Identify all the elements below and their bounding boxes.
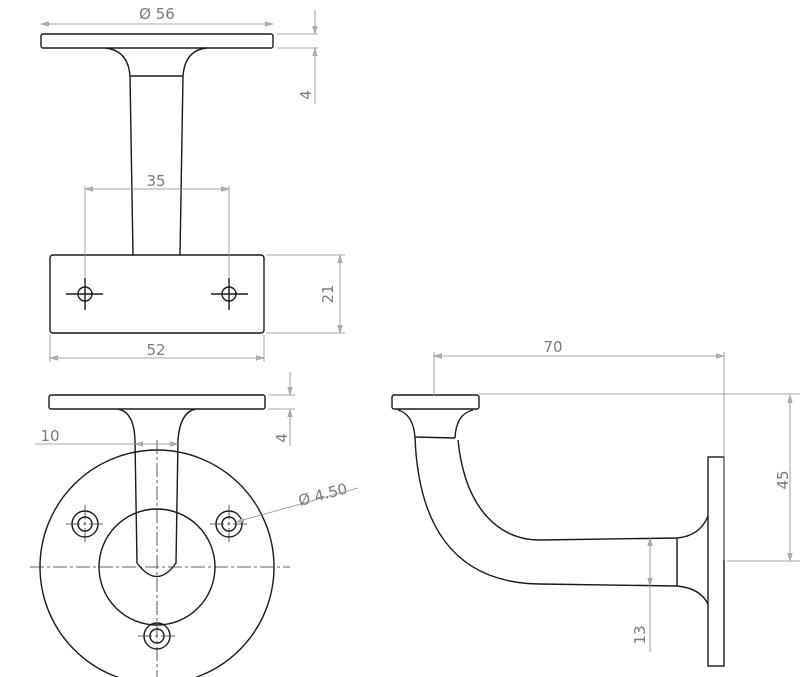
dimension-arm-thickness: 13 bbox=[631, 538, 650, 652]
saddle-neck bbox=[397, 409, 474, 439]
dimension-hole-diameter: Ø 4.50 bbox=[236, 480, 359, 523]
dimension-base-width: 52 bbox=[49, 335, 265, 362]
dimension-label: 35 bbox=[146, 172, 165, 190]
front-view: 10 4 Ø 4.50 bbox=[30, 372, 359, 677]
dimension-plate-thickness: 4 bbox=[268, 372, 295, 446]
dimension-label: 13 bbox=[631, 625, 649, 644]
stem bbox=[104, 47, 208, 256]
saddle-plate bbox=[391, 394, 480, 410]
center-lines bbox=[30, 440, 290, 677]
saddle-plate bbox=[48, 394, 266, 410]
dimension-label: 4 bbox=[297, 90, 315, 100]
dimension-plate-thickness: 4 bbox=[277, 10, 318, 104]
dimension-height: 45 bbox=[727, 395, 800, 562]
mounting-hole-right bbox=[211, 278, 248, 310]
dimension-projection: 70 bbox=[433, 338, 800, 560]
dimension-plate-diameter: Ø 56 bbox=[41, 5, 273, 24]
dimension-label: Ø 56 bbox=[139, 5, 175, 23]
dimension-stem-width: 10 bbox=[35, 427, 178, 445]
dimension-label: 52 bbox=[146, 341, 165, 359]
dimension-label: Ø 4.50 bbox=[296, 480, 349, 510]
wall-base bbox=[49, 254, 265, 334]
side-view: 70 45 13 bbox=[391, 338, 800, 667]
saddle-plate bbox=[40, 33, 274, 49]
dimension-label: 21 bbox=[319, 284, 337, 303]
dimension-base-height: 21 bbox=[266, 254, 345, 334]
dimension-label: 45 bbox=[774, 470, 792, 489]
dimension-hole-spacing: 35 bbox=[84, 172, 230, 278]
mounting-hole-left bbox=[66, 278, 103, 310]
dimension-label: 4 bbox=[273, 433, 291, 443]
dimension-label: 70 bbox=[543, 338, 562, 356]
stem bbox=[117, 408, 197, 578]
dimension-label: 10 bbox=[40, 427, 59, 445]
wall-plate bbox=[707, 456, 725, 667]
curved-arm bbox=[414, 436, 709, 605]
top-view: Ø 56 4 35 21 52 bbox=[40, 5, 345, 362]
